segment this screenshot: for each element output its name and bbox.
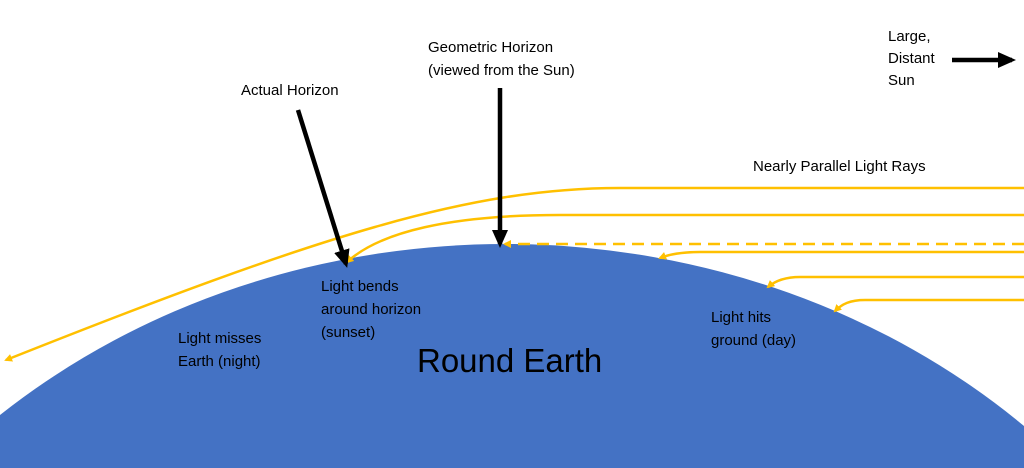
ray-day-1: [658, 250, 1024, 260]
earth-label: Round Earth: [417, 342, 603, 379]
night-label-2: Earth (night): [178, 353, 261, 370]
night-label-1: Light misses: [178, 330, 262, 347]
day-label-2: ground (day): [711, 332, 797, 349]
ray-night: [4, 186, 1024, 362]
sunset-label-2: around horizon: [321, 301, 422, 318]
geometric-horizon-sublabel: (viewed from the Sun): [428, 62, 575, 79]
day-label-1: Light hits: [711, 309, 772, 326]
sunset-label-1: Light bends: [321, 278, 399, 295]
sun-label-2: Distant: [888, 50, 935, 67]
geometric-horizon-label: Geometric Horizon: [428, 39, 554, 56]
sun-label-1: Large,: [888, 28, 931, 45]
ray-sunset: [345, 213, 1024, 264]
sunset-label-3: (sunset): [321, 324, 376, 341]
ray-day-2: [766, 275, 1024, 289]
ray-day-3: [833, 298, 1024, 313]
rays-label: Nearly Parallel Light Rays: [753, 158, 926, 175]
actual-horizon-arrow: [295, 109, 350, 268]
sun-label-3: Sun: [888, 72, 915, 89]
actual-horizon-label: Actual Horizon: [241, 82, 339, 99]
earth: [0, 244, 1024, 468]
